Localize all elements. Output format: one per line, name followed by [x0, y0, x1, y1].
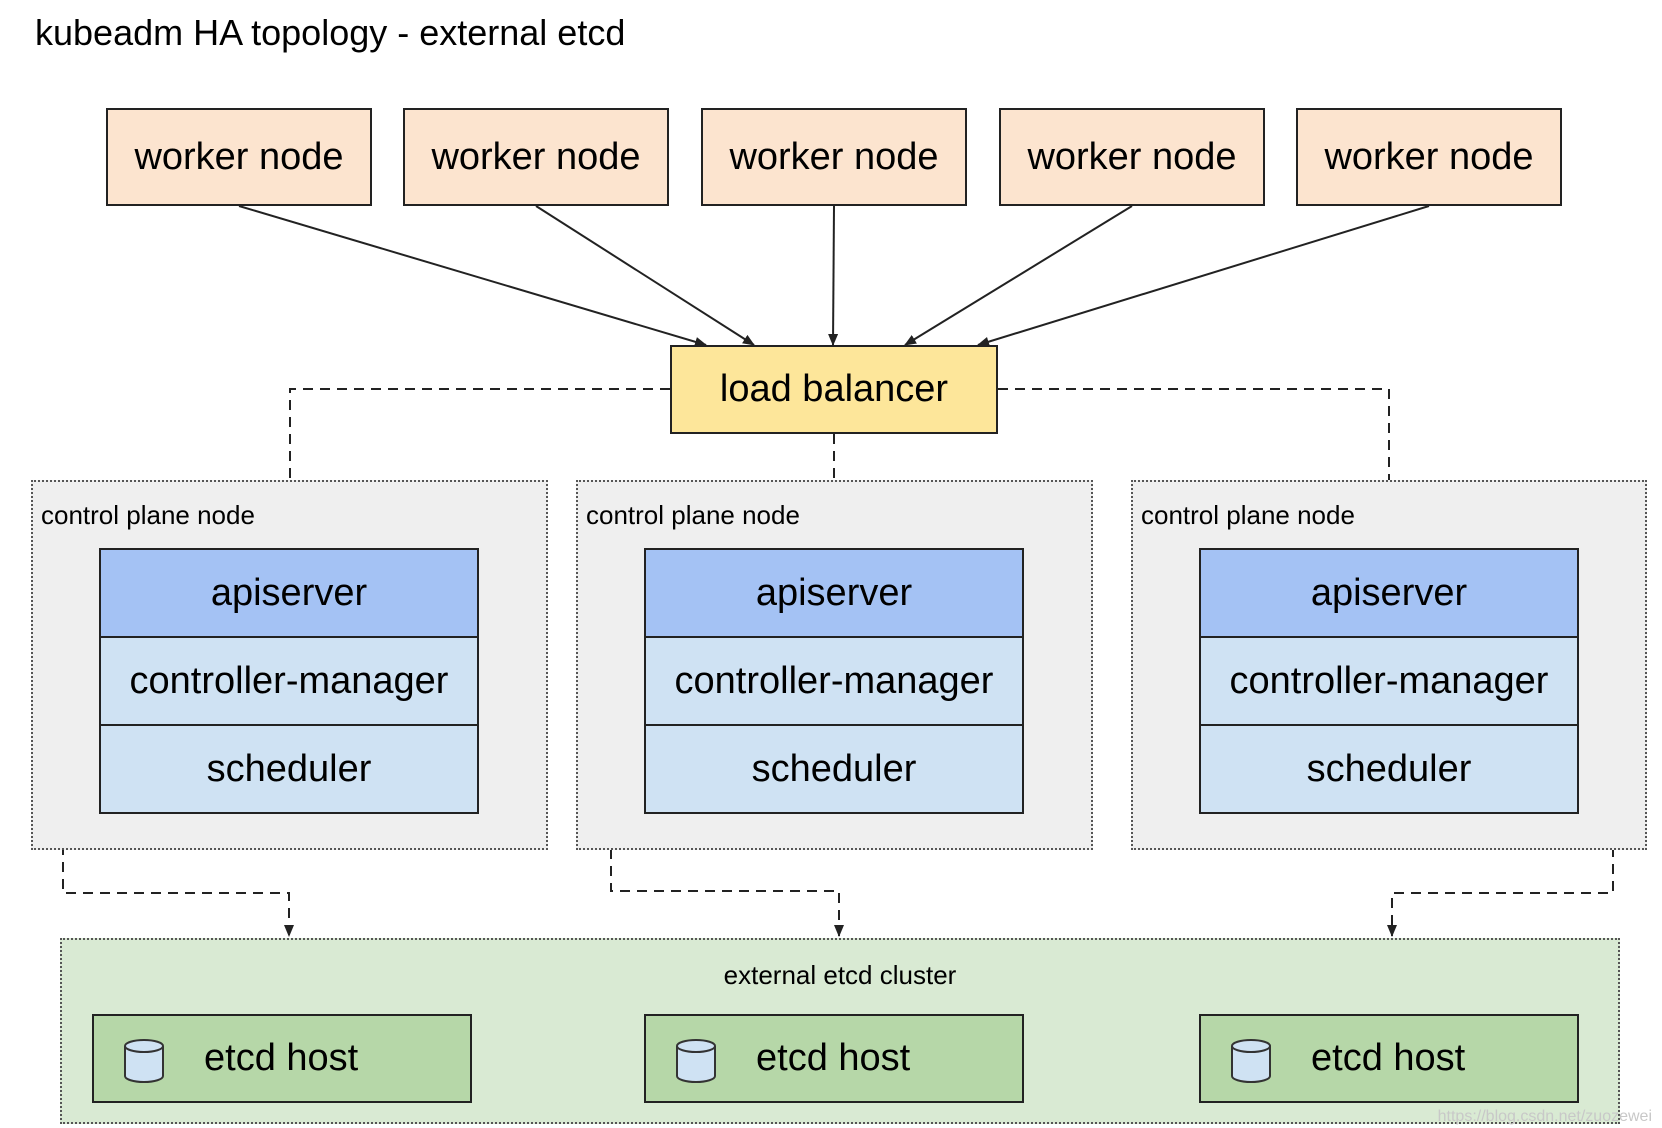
controller-manager: controller-manager [646, 638, 1022, 726]
worker-node-1: worker node [106, 108, 372, 206]
etcd-host-1: etcd host [92, 1014, 472, 1103]
control-plane-node-label: control plane node [586, 500, 800, 530]
controller-manager: controller-manager [1201, 638, 1577, 726]
worker-1-arrow [238, 205, 707, 347]
apiserver: apiserver [101, 550, 477, 638]
component-stack-1: apiserver controller-manager scheduler [99, 548, 479, 814]
worker-node-4: worker node [999, 108, 1265, 206]
scheduler: scheduler [1201, 726, 1577, 812]
control-plane-node-label: control plane node [41, 500, 255, 530]
scheduler: scheduler [101, 726, 477, 812]
apiserver: apiserver [646, 550, 1022, 638]
etcd-cluster-label: external etcd cluster [723, 960, 957, 990]
worker-node-3: worker node [701, 108, 967, 206]
database-icon [676, 1039, 716, 1083]
worker-4-arrow [904, 205, 1133, 346]
database-icon [1231, 1039, 1271, 1083]
etcd-host-3: etcd host [1199, 1014, 1579, 1103]
etcd-host-2: etcd host [644, 1014, 1024, 1103]
worker-node-2: worker node [403, 108, 669, 206]
worker-5-arrow [977, 205, 1430, 347]
etcd-host-label: etcd host [1311, 1037, 1466, 1079]
etcd-host-label: etcd host [204, 1037, 359, 1079]
load-balancer: load balancer [670, 345, 998, 434]
component-stack-2: apiserver controller-manager scheduler [644, 548, 1024, 814]
controller-manager: controller-manager [101, 638, 477, 726]
worker-2-arrow [535, 205, 755, 346]
worker-3-arrow [828, 205, 839, 346]
scheduler: scheduler [646, 726, 1022, 812]
database-icon [124, 1039, 164, 1083]
etcd-host-label: etcd host [756, 1037, 911, 1079]
component-stack-3: apiserver controller-manager scheduler [1199, 548, 1579, 814]
apiserver: apiserver [1201, 550, 1577, 638]
control-plane-node-label: control plane node [1141, 500, 1355, 530]
worker-node-5: worker node [1296, 108, 1562, 206]
watermark: https://blog.csdn.net/zuozewei [1437, 1108, 1652, 1125]
diagram-title: kubeadm HA topology - external etcd [35, 12, 626, 53]
